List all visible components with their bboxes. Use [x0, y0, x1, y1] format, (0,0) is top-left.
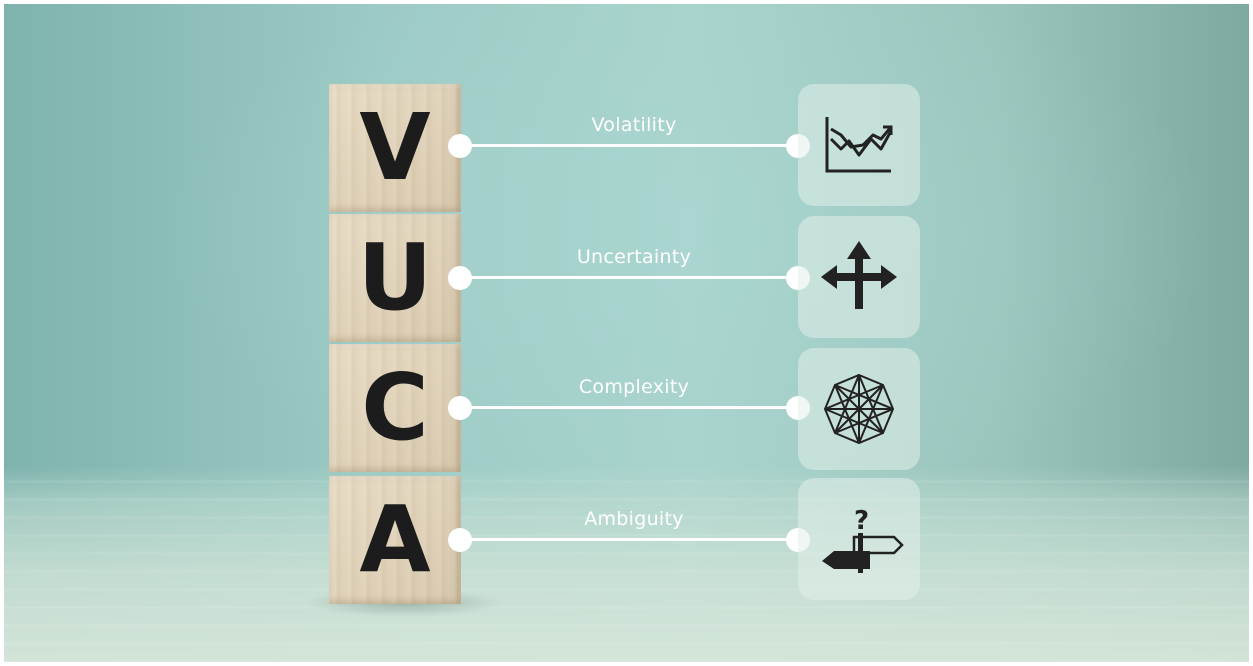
connector-line	[464, 406, 802, 409]
photo-scene: V Volatility U Uncertainty C Complexity	[4, 4, 1249, 662]
ambiguity-label: Ambiguity	[584, 508, 684, 530]
wooden-tabletop	[4, 466, 1249, 662]
question-signpost-icon: ?	[822, 506, 904, 573]
connector-line	[464, 276, 802, 279]
wooden-block-c: C	[329, 344, 461, 472]
ambiguity-icon-tile: ?	[798, 478, 920, 600]
svg-text:?: ?	[854, 506, 869, 536]
block-letter: U	[357, 224, 433, 331]
wooden-block-u: U	[329, 214, 461, 342]
complexity-label: Complexity	[578, 376, 690, 398]
connector-line	[464, 538, 802, 541]
block-letter: C	[361, 354, 429, 461]
connector-line	[464, 144, 802, 147]
crossroads-arrows-icon	[821, 241, 897, 309]
complex-network-icon	[823, 373, 895, 445]
uncertainty-label: Uncertainty	[576, 246, 692, 268]
block-letter: V	[359, 94, 431, 201]
volatile-chart-icon	[825, 117, 893, 173]
block-letter: A	[359, 486, 431, 593]
complexity-icon-tile	[798, 348, 920, 470]
volatility-icon-tile	[798, 84, 920, 206]
uncertainty-icon-tile	[798, 216, 920, 338]
volatility-label: Volatility	[591, 114, 677, 136]
wooden-block-v: V	[329, 84, 461, 212]
wooden-block-a: A	[329, 476, 461, 604]
